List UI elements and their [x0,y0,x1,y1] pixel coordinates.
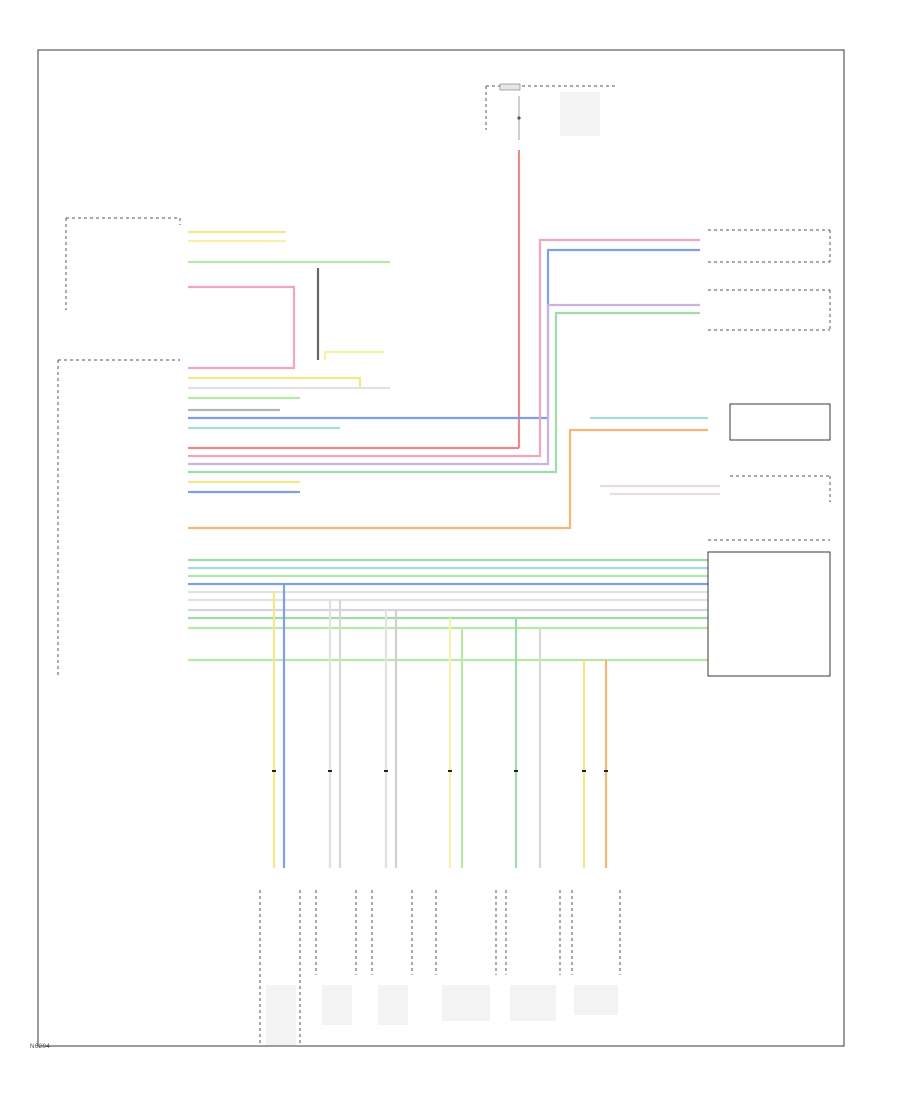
wire-green-sig [188,311,700,474]
right-module-d [730,475,831,502]
right-module-b [708,289,831,331]
diagram-frame [37,49,845,1047]
wire-violet-sig [188,303,700,466]
top-fuse-block [485,83,618,140]
wire-pink-ign [188,238,700,458]
sensor-drops [272,584,608,868]
upper-left-module [65,217,181,310]
wire-orange-lin [188,428,708,530]
main-left-module [57,359,180,678]
wire-yellow-upper [323,350,384,360]
wire-pink-loop [188,285,296,370]
wire-yellow-switch [188,376,362,388]
right-module-a [708,229,831,263]
connector-markers [272,770,608,772]
wire-blue-teal [188,248,700,420]
lower-bus [188,558,708,662]
component-shading [266,985,618,1045]
footer-code: N6204 [30,1044,51,1050]
bottom-sensor-modules [259,890,621,1046]
lower-right-module [707,551,831,677]
right-module-c [729,403,831,441]
